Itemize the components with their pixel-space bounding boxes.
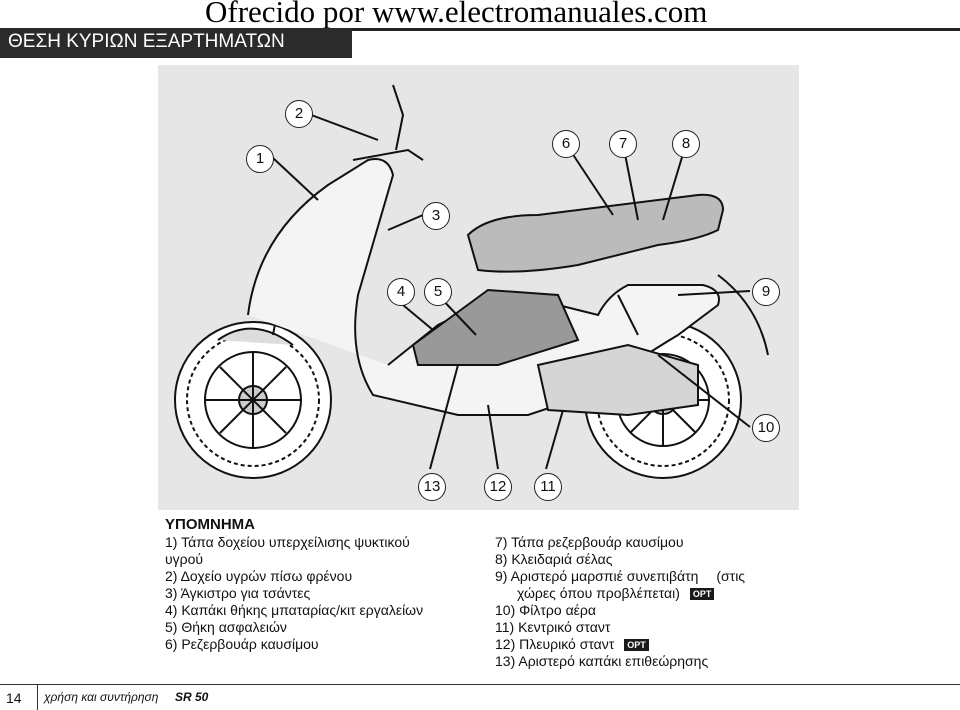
legend-item-9: 9) Αριστερό μαρσπιέ συνεπιβάτη (στις χώρ… (495, 568, 795, 602)
scooter-illustration: 1 2 3 4 5 6 7 8 9 10 11 12 13 (158, 65, 799, 510)
legend-item-2: 2) Δοχείο υγρών πίσω φρένου (165, 568, 353, 584)
footer-rule (0, 684, 960, 685)
footer-model: SR 50 (175, 690, 209, 704)
section-title: ΘΕΣΗ ΚΥΡΙΩΝ ΕΞΑΡΤΗΜΑΤΩΝ (8, 31, 285, 52)
legend-item-6: 6) Ρεζερβουάρ καυσίμου (165, 636, 319, 652)
opt-badge: OPT (624, 639, 649, 652)
callout-5: 5 (424, 278, 452, 306)
legend-title: ΥΠΟΜΝΗΜΑ (165, 516, 255, 533)
scooter-drawing (174, 84, 769, 479)
callout-12: 12 (484, 473, 512, 501)
legend-item-1: 1) Τάπα δοχείου υπερχείλισης ψυκτικού υγ… (165, 534, 475, 568)
legend-item-3: 3) Άγκιστρο για τσάντες (165, 585, 311, 601)
footer-manual-title: χρήση και συντήρηση (44, 690, 159, 704)
legend-item-12-label: 12) Πλευρικό σταντ (495, 636, 615, 652)
legend-item-9-line1b: (στις (716, 568, 746, 584)
legend-right: 7) Τάπα ρεζερβουάρ καυσίμου 8) Κλειδαριά… (495, 534, 795, 670)
legend-item-11: 11) Κεντρικό σταντ (495, 619, 611, 635)
callout-3: 3 (422, 202, 450, 230)
callout-13: 13 (418, 473, 446, 501)
legend-item-4: 4) Καπάκι θήκης μπαταρίας/κιτ εργαλείων (165, 602, 424, 618)
callout-1: 1 (246, 145, 274, 173)
legend-item-10: 10) Φίλτρο αέρα (495, 602, 596, 618)
callout-6: 6 (552, 130, 580, 158)
callout-2: 2 (285, 100, 313, 128)
section-header: ΘΕΣΗ ΚΥΡΙΩΝ ΕΞΑΡΤΗΜΑΤΩΝ (0, 28, 352, 58)
opt-badge: OPT (689, 588, 715, 601)
legend-item-9-line1: 9) Αριστερό μαρσπιέ συνεπιβάτη (495, 568, 699, 584)
footer-divider (37, 684, 38, 710)
legend-item-13: 13) Αριστερό καπάκι επιθεώρησης (495, 653, 709, 669)
legend-item-1-line1: 1) Τάπα δοχείου υπερχείλισης ψυκτικού (165, 534, 410, 550)
callout-4: 4 (387, 278, 415, 306)
legend-item-5: 5) Θήκη ασφαλειών (165, 619, 287, 635)
callout-10: 10 (752, 414, 780, 442)
legend-item-12: 12) Πλευρικό σταντ OPT (495, 636, 795, 653)
legend-left: 1) Τάπα δοχείου υπερχείλισης ψυκτικού υγ… (165, 534, 475, 653)
callout-11: 11 (534, 473, 562, 501)
page-number: 14 (6, 690, 22, 706)
legend-item-1-line2: υγρού (165, 551, 204, 567)
legend-item-7: 7) Τάπα ρεζερβουάρ καυσίμου (495, 534, 684, 550)
legend-item-8: 8) Κλειδαριά σέλας (495, 551, 613, 567)
legend-item-9-line2: χώρες όπου προβλέπεται) (517, 585, 680, 601)
callout-7: 7 (609, 130, 637, 158)
callout-9: 9 (752, 278, 780, 306)
header-rule (352, 28, 960, 31)
callout-8: 8 (672, 130, 700, 158)
watermark: Ofrecido por www.electromanuales.com (205, 0, 708, 29)
